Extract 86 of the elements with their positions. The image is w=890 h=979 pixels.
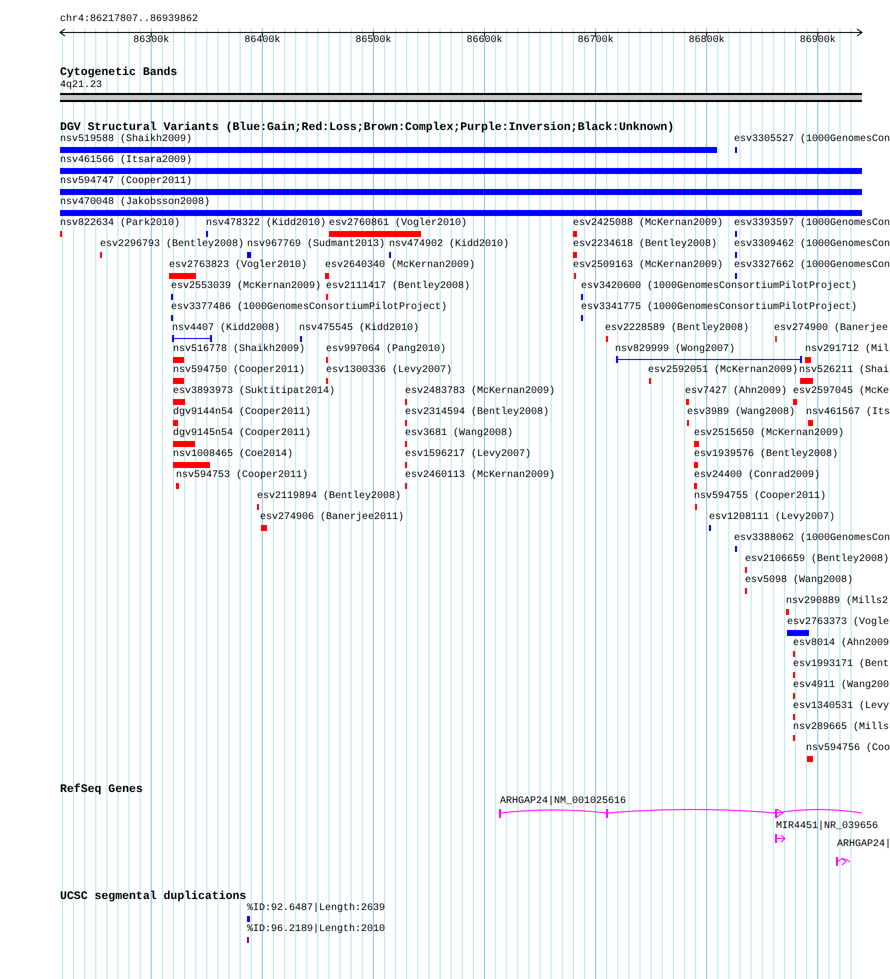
variant-label: esv3420600 (1000GenomesConsortiumPilotProject) [581, 281, 858, 293]
variant-label: esv1596217 (Levy2007) [405, 449, 532, 461]
variant-label: esv2425088 (McKernan2009) [573, 218, 724, 230]
variant-label: esv2119894 (Bentley2008) [257, 491, 402, 503]
gene-label: ARHGAP24| [837, 839, 890, 851]
variant-label: nsv4407 (Kidd2008) [172, 323, 280, 335]
scale-tick-label: 86400k [243, 35, 282, 47]
scale-tick-label: 86900k [798, 35, 837, 47]
variant-label: nsv526211 (Shai [799, 365, 890, 377]
variant-label: esv2553039 (McKernan2009) [171, 281, 322, 293]
variant-label: nsv829999 (Wong2007) [615, 344, 736, 356]
variant-label: nsv594753 (Cooper2011) [176, 470, 308, 482]
position-label: chr4:86217807..86939862 [60, 14, 198, 26]
variant-label: nsv594747 (Cooper2011) [60, 176, 192, 188]
variant-label: esv3989 (Wang2008) [687, 407, 796, 419]
gene-label: ARHGAP24|NM_001025616 [500, 796, 626, 808]
track-title: UCSC segmental duplications [60, 891, 246, 903]
variant-label: nsv594755 (Cooper2011) [694, 491, 826, 503]
variant-label: nsv461567 (Its [806, 407, 890, 419]
variant-label: esv5098 (Wang2008) [745, 575, 854, 587]
variant-label: nsv822634 (Park2010) [60, 218, 180, 230]
variant-label: esv2597045 (McKe [793, 386, 890, 398]
variant-label: nsv290889 (Mills2 [786, 596, 888, 608]
variant-label: esv2228589 (Bentley2008) [605, 323, 750, 335]
variant-label: esv1993171 (Bent [793, 659, 890, 671]
variant-label: esv1340531 (Levy [793, 701, 890, 713]
variant-label: nsv475545 (Kidd2010) [299, 323, 420, 335]
variant-label: esv2640340 (McKernan2009) [325, 260, 476, 272]
variant-label: esv2763823 (Vogler2010) [169, 260, 308, 272]
variant-label: esv3309462 (1000GenomesCon [734, 239, 890, 251]
variant-label: nsv516778 (Shaikh2009) [173, 344, 306, 356]
variant-label: esv274900 (Banerjee [774, 323, 888, 335]
variant-label: esv3681 (Wang2008) [405, 428, 514, 440]
variant-label: esv3377486 (1000GenomesConsortiumPilotProject) [171, 302, 448, 314]
variant-label: nsv967769 (Sudmant2013) [247, 239, 386, 251]
variant-label: esv3341775 (1000GenomesConsortiumPilotProject) [581, 302, 858, 314]
variant-label: nsv519588 (Shaikh2009) [60, 134, 192, 146]
variant-label: esv2760861 (Vogler2010) [329, 218, 468, 230]
position-label: 4q21.23 [60, 80, 102, 92]
track-title: DGV Structural Variants (Blue:Gain;Red:Loss;Brown:Complex;Purple:Inversion;Black:Unknown) [60, 122, 674, 134]
variant-label: esv3327662 (1000GenomesCon [734, 260, 890, 272]
variant-label: nsv594750 (Cooper2011) [173, 365, 306, 377]
variant-label: esv2592051 (McKernan2009) [648, 365, 798, 377]
variant-label: %ID:96.2189|Length:2010 [247, 924, 386, 936]
variant-label: esv3893973 (Suktitipat2014) [173, 386, 336, 398]
variant-label: esv3393597 (1000GenomesCon [734, 218, 890, 230]
variant-label: esv1208111 (Levy2007) [709, 512, 836, 524]
gene-label: MIR4451|NR_039656 [776, 821, 878, 833]
variant-label: esv2509163 (McKernan2009) [573, 260, 724, 272]
variant-label: esv2296793 (Bentley2008) [100, 239, 244, 251]
variant-label: esv4911 (Wang200 [793, 680, 890, 692]
variant-label: dgv9144n54 (Cooper2011) [173, 407, 312, 419]
scale-tick-label: 86300k [132, 35, 170, 47]
variant-label: esv2234618 (Bentley2008) [573, 239, 718, 251]
scale-tick-label: 86600k [465, 35, 504, 47]
variant-label: nsv470048 (Jakobsson2008) [60, 197, 210, 209]
scale-tick-label: 86800k [688, 35, 726, 47]
variant-label: esv24400 (Conrad2009) [694, 470, 820, 482]
scale-tick-label: 86700k [576, 35, 615, 47]
variant-label: esv2111417 (Bentley2008) [326, 281, 470, 293]
variant-label: %ID:92.6487|Length:2639 [247, 903, 386, 915]
variant-label: esv3305527 (1000GenomesCon [734, 134, 890, 146]
variant-label: esv2460113 (McKernan2009) [405, 470, 556, 482]
variant-label: esv8014 (Ahn2009 [793, 638, 890, 650]
variant-label: esv274906 (Banerjee2011) [260, 512, 404, 524]
variant-label: nsv478322 (Kidd2010) [206, 218, 326, 230]
variant-label: esv2106659 (Bentley2008) [745, 554, 890, 566]
variant-label: esv997064 (Pang2010) [326, 344, 446, 356]
variant-label: esv2763373 (Vogle [787, 617, 890, 629]
variant-label: nsv461566 (Itsara2009) [60, 155, 192, 167]
variant-label: esv7427 (Ahn2009) [685, 386, 788, 398]
variant-label: nsv594756 (Coo [806, 743, 890, 755]
variant-label: esv3388062 (1000GenomesCon [734, 533, 890, 545]
variant-label: nsv291712 (Mil [805, 344, 890, 356]
variant-label: nsv1008465 (Coe2014) [173, 449, 294, 461]
variant-label: esv1939576 (Bentley2008) [694, 449, 838, 461]
scale-tick-label: 86500k [354, 35, 392, 47]
variant-label: nsv289665 (Mills [793, 722, 890, 734]
variant-label: dgv9145n54 (Cooper2011) [173, 428, 312, 440]
track-title: Cytogenetic Bands [60, 67, 178, 79]
track-title: RefSeq Genes [60, 784, 143, 796]
variant-label: esv2314594 (Bentley2008) [405, 407, 550, 419]
variant-label: esv1300336 (Levy2007) [326, 365, 452, 377]
variant-label: nsv474902 (Kidd2010) [389, 239, 510, 251]
variant-label: esv2515650 (McKernan2009) [694, 428, 844, 440]
variant-label: esv2483783 (McKernan2009) [405, 386, 556, 398]
